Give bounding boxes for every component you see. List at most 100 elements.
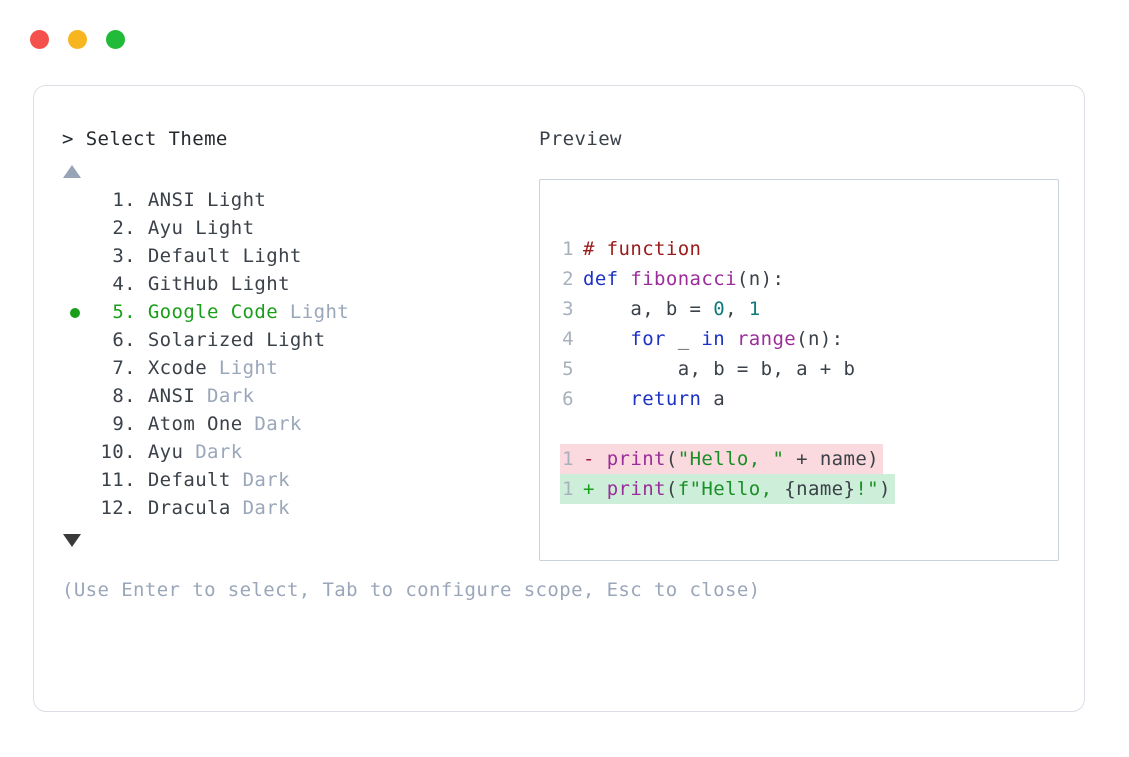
theme-item-gap bbox=[136, 245, 148, 267]
theme-item-gap2 bbox=[195, 189, 207, 211]
close-window-button[interactable] bbox=[30, 29, 49, 49]
code-token-punct: (n): bbox=[796, 328, 844, 350]
theme-item-gap2 bbox=[243, 413, 255, 435]
code-token-punct: ) bbox=[879, 478, 891, 500]
maximize-window-button[interactable] bbox=[106, 29, 125, 49]
code-token-fn: print bbox=[606, 478, 666, 500]
code-line-number: 1 bbox=[562, 238, 574, 260]
theme-list-item[interactable]: 4. GitHub Light bbox=[62, 270, 532, 298]
code-token-keyword: def bbox=[583, 268, 631, 290]
theme-item-gap bbox=[136, 413, 148, 435]
keyboard-hint: (Use Enter to select, Tab to configure s… bbox=[62, 579, 761, 601]
code-line-number: 2 bbox=[562, 268, 574, 290]
diff-sign-gap bbox=[595, 448, 607, 470]
theme-list-item[interactable]: 7. Xcode Light bbox=[62, 354, 532, 382]
code-token-plain: a, b = b, a + b bbox=[583, 358, 856, 380]
code-token-comment: # function bbox=[583, 238, 702, 260]
code-token-str: !" bbox=[855, 478, 880, 500]
prompt-spacer bbox=[74, 128, 86, 150]
code-line-number: 1 bbox=[562, 478, 574, 500]
theme-item-name: Xcode bbox=[147, 357, 208, 379]
code-token-num: 1 bbox=[748, 298, 761, 320]
code-line: 6 return a bbox=[560, 384, 1058, 414]
theme-item-gap bbox=[136, 273, 148, 295]
theme-item-number: 8. bbox=[112, 385, 136, 407]
minimize-window-button[interactable] bbox=[68, 29, 87, 49]
code-line-number: 6 bbox=[562, 388, 574, 410]
diff-line-added: 1+ print(f"Hello, {name}!") bbox=[560, 474, 895, 504]
theme-item-gap2 bbox=[278, 301, 290, 323]
theme-item-variant: Dark bbox=[242, 469, 290, 491]
code-token-keyword: return bbox=[630, 388, 702, 410]
code-line-number: 1 bbox=[562, 448, 574, 470]
code-token-plain: , bbox=[725, 298, 749, 320]
code-token-plain: {name} bbox=[784, 478, 856, 500]
code-token-punct: ( bbox=[665, 448, 678, 470]
code-token-plain: + name) bbox=[784, 448, 880, 470]
code-token-plain: a bbox=[701, 388, 726, 410]
theme-item-name: Ayu bbox=[147, 441, 184, 463]
theme-item-variant: Light bbox=[289, 301, 350, 323]
code-token-fn: fibonacci bbox=[630, 268, 737, 290]
theme-list-item[interactable]: 3. Default Light bbox=[62, 242, 532, 270]
code-token-keyword: in bbox=[701, 328, 726, 350]
theme-item-number: 1. bbox=[112, 189, 136, 211]
theme-item-variant: Light bbox=[195, 217, 255, 239]
code-line: 3 a, b = 0, 1 bbox=[560, 294, 1058, 324]
theme-item-name: Google Code bbox=[147, 301, 279, 323]
theme-item-variant: Light bbox=[242, 245, 302, 267]
theme-item-gap bbox=[136, 385, 148, 407]
theme-item-gap bbox=[136, 441, 148, 463]
theme-list-item[interactable]: 10. Ayu Dark bbox=[62, 438, 532, 466]
theme-list-item[interactable]: 1. ANSI Light bbox=[62, 186, 532, 214]
theme-item-variant: Dark bbox=[207, 385, 255, 407]
theme-item-number: 9. bbox=[112, 413, 136, 435]
code-token-keyword: for bbox=[630, 328, 666, 350]
code-preview: 1 # function 2 def fibonacci (n): 3 a, b = 0,… bbox=[560, 234, 1058, 504]
theme-item-name: Atom One bbox=[147, 413, 243, 435]
code-line-number: 3 bbox=[562, 298, 574, 320]
diff-block: 1- print("Hello, " + name)1+ print(f"Hel… bbox=[560, 444, 1058, 504]
code-token-punct: ( bbox=[665, 478, 678, 500]
triangle-up-icon[interactable] bbox=[63, 165, 81, 178]
theme-item-gap bbox=[136, 189, 148, 211]
window-titlebar bbox=[0, 0, 1129, 78]
theme-list-item[interactable]: 8. ANSI Dark bbox=[62, 382, 532, 410]
triangle-down-icon[interactable] bbox=[63, 534, 81, 547]
code-token-str: "Hello, " bbox=[677, 448, 785, 470]
theme-item-gap2 bbox=[183, 441, 195, 463]
theme-item-name: Default bbox=[147, 469, 231, 491]
preview-label: Preview bbox=[539, 128, 622, 150]
theme-item-number: 5. bbox=[112, 301, 136, 323]
page-title: Select Theme bbox=[85, 128, 228, 150]
theme-list-item[interactable]: 2. Ayu Light bbox=[62, 214, 532, 242]
theme-item-name: ANSI bbox=[147, 385, 196, 407]
theme-item-number: 7. bbox=[112, 357, 136, 379]
theme-item-gap2 bbox=[219, 273, 231, 295]
code-line: 4 for _ in range(n): bbox=[560, 324, 1058, 354]
code-token-fn: print bbox=[606, 448, 666, 470]
theme-item-variant: Light bbox=[218, 357, 279, 379]
theme-list-item[interactable]: 11. Default Dark bbox=[62, 466, 532, 494]
preview-panel: Preview 1 # function 2 def fibonacci (n): 3 a… bbox=[539, 126, 1059, 561]
theme-item-name: Default bbox=[147, 245, 231, 267]
theme-item-gap bbox=[136, 469, 148, 491]
theme-item-variant: Light bbox=[230, 273, 290, 295]
theme-item-gap bbox=[136, 497, 148, 519]
code-line: 5 a, b = b, a + b bbox=[560, 354, 1058, 384]
theme-list-item[interactable]: 12. Dracula Dark bbox=[62, 494, 532, 522]
code-token-plain bbox=[583, 328, 630, 350]
theme-item-number: 3. bbox=[112, 245, 136, 267]
theme-item-gap2 bbox=[254, 329, 266, 351]
theme-list-item[interactable]: 6. Solarized Light bbox=[62, 326, 532, 354]
theme-item-gap2 bbox=[195, 385, 207, 407]
theme-list-item[interactable]: 9. Atom One Dark bbox=[62, 410, 532, 438]
theme-list-item[interactable]: 5. Google Code Light bbox=[62, 298, 532, 326]
theme-item-variant: Dark bbox=[242, 497, 290, 519]
code-token-plain bbox=[725, 328, 737, 350]
theme-item-number: 2. bbox=[112, 217, 136, 239]
theme-item-number: 11. bbox=[100, 469, 136, 491]
